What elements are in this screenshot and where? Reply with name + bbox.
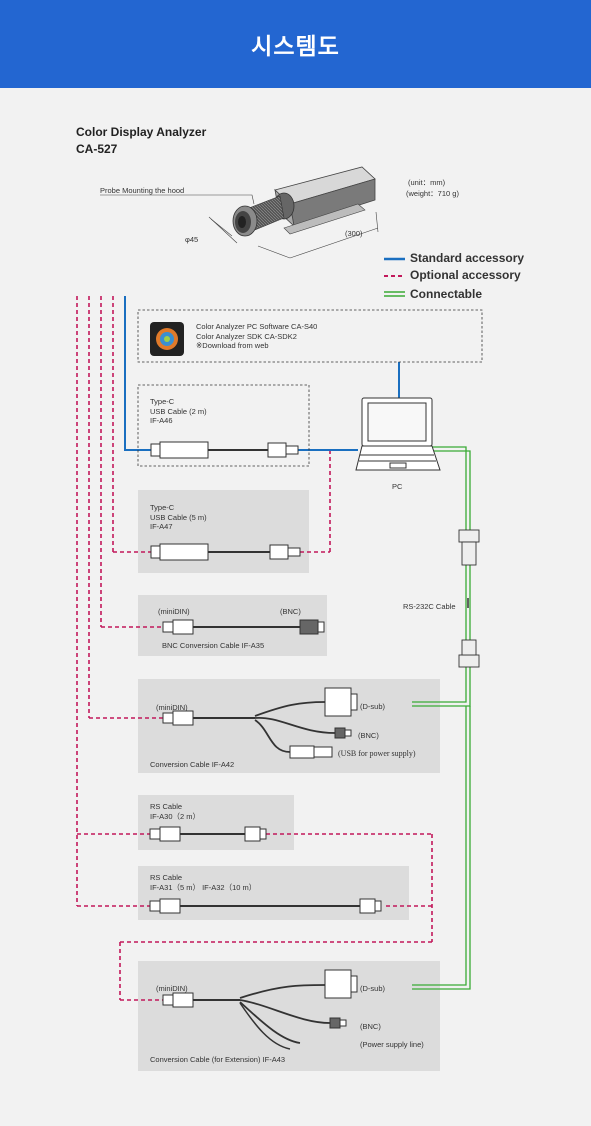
a31-text: RS Cable IF-A31（5 m） IF-A32（10 m） xyxy=(150,873,257,892)
a35-name: BNC Conversion Cable IF-A35 xyxy=(162,641,265,650)
a43-left: (miniDIN) xyxy=(156,984,188,993)
a35-cable xyxy=(162,619,325,635)
a47-text: Type-C USB Cable (5 m) IF-A47 xyxy=(150,503,207,531)
box-a43 xyxy=(138,961,440,1071)
a30-text: RS Cable IF-A30（2 m） xyxy=(150,802,201,821)
a35-left: (miniDIN) xyxy=(158,607,190,616)
optional-connection-lines xyxy=(76,296,433,1001)
device-illustration xyxy=(100,166,379,259)
unit-label: (unit：mm) xyxy=(408,178,446,187)
a43-name: Conversion Cable (for Extension) IF-A43 xyxy=(150,1055,286,1064)
product-name: Color Display Analyzer xyxy=(76,125,207,139)
standard-connection-lines xyxy=(124,296,400,451)
page-title: 시스템도 xyxy=(251,34,340,60)
pc-icon xyxy=(355,397,441,471)
a42-usb: (USB for power supply) xyxy=(338,749,416,758)
a42-dsub: (D-sub) xyxy=(360,702,386,711)
a42-name: Conversion Cable IF-A42 xyxy=(150,760,235,769)
a46-box xyxy=(137,384,310,467)
a35-right: (BNC) xyxy=(280,607,301,616)
pc-label: PC xyxy=(392,482,403,491)
a46-text: Type-C USB Cable (2 m) IF-A46 xyxy=(150,397,207,425)
legend-optional: Optional accessory xyxy=(410,268,521,282)
rs232c-label: RS-232C Cable xyxy=(403,602,456,611)
software-box xyxy=(137,309,483,363)
a43-power: (Power supply line) xyxy=(360,1040,424,1049)
a43-dsub: (D-sub) xyxy=(360,984,386,993)
a43-cable xyxy=(162,969,358,1050)
cable-drawings xyxy=(149,441,382,1050)
connectable-lines xyxy=(412,446,471,990)
a46-cable xyxy=(150,441,299,459)
legend-standard: Standard accessory xyxy=(410,251,525,265)
page-header: 시스템도 xyxy=(0,0,591,88)
a31-cable xyxy=(149,898,382,914)
product-model: CA-527 xyxy=(76,142,118,156)
diameter-label: φ45 xyxy=(185,235,199,244)
rs232c-connectors xyxy=(458,529,480,668)
a30-cable xyxy=(149,826,267,842)
a43-bnc: (BNC) xyxy=(360,1022,381,1031)
a42-cable xyxy=(162,687,358,759)
a42-bnc: (BNC) xyxy=(358,731,379,740)
a47-cable xyxy=(150,543,301,561)
length-label: (300) xyxy=(345,229,363,238)
weight-label: (weight：710 g) xyxy=(406,189,459,198)
product-title: Color Display Analyzer CA-527 xyxy=(76,124,206,158)
legend-connectable: Connectable xyxy=(410,287,483,301)
software-text: Color Analyzer PC Software CA-S40 Color … xyxy=(196,322,318,350)
box-a42 xyxy=(138,679,440,773)
probe-label: Probe Mounting the hood xyxy=(100,186,185,195)
a42-left: (miniDIN) xyxy=(156,703,188,712)
